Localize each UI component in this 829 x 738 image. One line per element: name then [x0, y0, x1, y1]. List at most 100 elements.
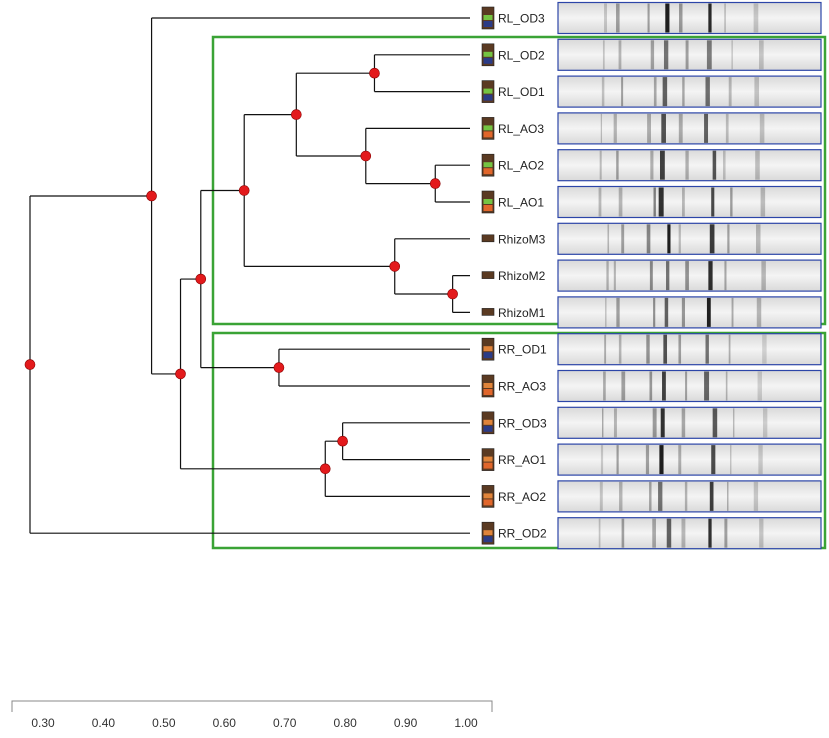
gel-band	[685, 371, 688, 401]
axis-tick-label: 0.80	[333, 716, 357, 730]
gel-band	[618, 187, 623, 217]
gel-band	[659, 150, 665, 180]
gel-band	[613, 113, 617, 143]
gel-band	[681, 408, 686, 438]
gel-band	[604, 334, 607, 364]
swatch-bottom	[483, 57, 493, 64]
leaf-label: RL_OD1	[498, 85, 545, 99]
gel-band	[646, 334, 650, 364]
gel-band	[727, 224, 730, 254]
swatch-bottom	[483, 462, 493, 469]
gel-band	[613, 408, 617, 438]
gel-band	[653, 187, 656, 217]
swatch-bottom	[483, 21, 493, 27]
gel-band	[712, 408, 718, 438]
leaf-swatch	[481, 117, 495, 140]
cluster-box-rr	[211, 331, 827, 550]
gel-band	[659, 445, 664, 475]
gel-band	[649, 481, 652, 511]
gel-band	[663, 40, 669, 70]
gel-band	[660, 408, 665, 438]
swatch-mid	[483, 493, 493, 499]
gel-band	[684, 481, 688, 511]
gel-band	[613, 261, 616, 291]
gel-band	[725, 113, 729, 143]
gel-band	[678, 445, 682, 475]
gel-band	[658, 481, 663, 511]
gel-band	[761, 261, 766, 291]
node-marker	[238, 185, 250, 196]
gel-band	[731, 297, 734, 327]
gel-band	[602, 408, 604, 438]
gel-band	[663, 334, 668, 364]
gel-band	[606, 261, 609, 291]
node-marker	[337, 435, 348, 447]
gel-band	[708, 3, 712, 33]
gel-lane-frame	[557, 38, 822, 71]
gel-band	[759, 40, 764, 70]
swatch-bottom	[483, 352, 493, 359]
gel-band	[616, 3, 620, 33]
gel-band	[711, 445, 716, 475]
gel-band	[678, 113, 683, 143]
gel-band	[662, 371, 666, 401]
leaf-label: RR_OD1	[498, 343, 547, 357]
swatch-bottom	[483, 499, 493, 506]
gel-lane-frame	[557, 333, 822, 366]
swatch-bottom	[483, 205, 493, 211]
swatch-mid	[483, 51, 493, 57]
swatch-mid	[483, 530, 493, 536]
gel-band	[730, 445, 732, 475]
swatch-mid	[483, 199, 493, 204]
gel-band	[685, 40, 689, 70]
gel-band	[616, 297, 620, 327]
swatch-mid	[483, 162, 493, 168]
gel-band	[598, 187, 602, 217]
gel-lane	[557, 406, 822, 439]
gel-band	[704, 371, 710, 401]
swatch-frame	[481, 308, 495, 316]
gel-band	[685, 261, 689, 291]
gel-lanes	[557, 1, 822, 550]
gel-lane	[557, 259, 822, 292]
gel-lane	[557, 185, 822, 219]
gel-lane-frame	[557, 259, 822, 292]
gel-band	[616, 445, 619, 475]
swatch-bottom	[483, 168, 493, 175]
swatch-mid	[483, 88, 493, 94]
leaf-label: RL_AO1	[498, 196, 544, 210]
gel-band	[681, 518, 686, 548]
gel-band	[724, 3, 726, 33]
gel-band	[650, 40, 655, 70]
leaf-label: RR_AO3	[498, 380, 546, 394]
swatch-bottom	[483, 425, 493, 432]
gel-band	[678, 334, 682, 364]
node-marker	[195, 273, 207, 285]
leaf-label: RR_AO1	[498, 453, 546, 467]
leaf-label: RhizoM2	[498, 269, 546, 283]
swatch-mid	[483, 383, 493, 388]
gel-lane-frame	[557, 296, 822, 329]
gel-band	[600, 113, 603, 143]
axis-tick-label: 0.50	[152, 716, 176, 730]
gel-band	[666, 261, 670, 291]
swatch-mid	[483, 456, 493, 462]
leaf-swatch	[481, 411, 495, 435]
node-marker	[291, 109, 302, 120]
axis-tick-label: 0.30	[31, 716, 55, 730]
leaf-swatch	[481, 234, 495, 243]
gel-lane	[557, 1, 822, 35]
leaf-label: RhizoM1	[498, 306, 546, 320]
gel-band	[601, 77, 605, 107]
gel-band	[652, 408, 657, 438]
gel-band	[728, 334, 731, 364]
axis-bracket	[11, 700, 493, 712]
gel-band	[616, 150, 619, 180]
gel-band	[653, 297, 656, 327]
gel-band	[621, 77, 624, 107]
gel-band	[662, 77, 668, 107]
leaf-swatch	[481, 448, 495, 471]
axis-tick-label: 0.40	[92, 716, 116, 730]
gel-lane-frame	[557, 443, 822, 476]
